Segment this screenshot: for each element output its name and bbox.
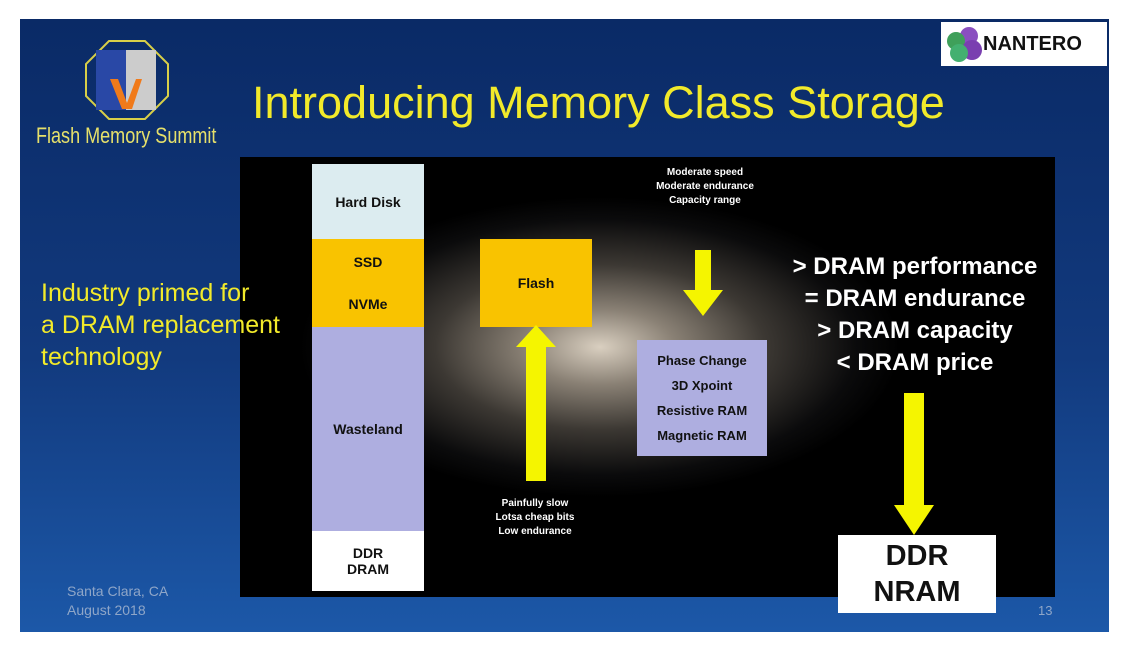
- note: Capacity range: [669, 195, 741, 206]
- up-arrow-icon: [516, 325, 556, 481]
- ddr-nram-box: DDR NRAM: [838, 535, 996, 613]
- logo-text: Flash Memory Summit: [36, 123, 217, 148]
- hard-disk-tier: Hard Disk: [312, 164, 424, 239]
- memory-type: Phase Change: [657, 353, 747, 368]
- claim: = DRAM endurance: [804, 285, 1026, 312]
- slide: Flash Memory Summit Introducing Memory C…: [20, 19, 1109, 632]
- claim: > DRAM capacity: [817, 317, 1013, 344]
- wasteland-tier: Wasteland: [312, 327, 424, 531]
- galaxy-diagram: Hard Disk SSD NVMe Wasteland DDR DRAM Fl…: [240, 157, 1055, 597]
- nram-claims: > DRAM performance = DRAM endurance > DR…: [760, 251, 1070, 379]
- sidebar-line: a DRAM replacement: [41, 311, 280, 339]
- flash-memory-summit-logo: [85, 40, 169, 120]
- memory-type: Resistive RAM: [656, 403, 748, 418]
- flash-notes: Painfully slow Lotsa cheap bits Low endu…: [470, 497, 600, 539]
- nvme-label: NVMe: [348, 296, 388, 312]
- emerging-memory-box: Phase Change 3D Xpoint Resistive RAM Mag…: [637, 340, 767, 456]
- footer: Santa Clara, CA August 2018: [67, 582, 168, 620]
- memory-type: 3D Xpoint: [671, 378, 733, 393]
- ddr-label: DDR: [352, 545, 384, 561]
- footer-date: August 2018: [67, 602, 146, 618]
- sidebar-line: technology: [41, 343, 162, 371]
- ssd-label: SSD: [353, 254, 383, 270]
- note: Lotsa cheap bits: [495, 512, 575, 523]
- ddr-dram-tier: DDR DRAM: [312, 531, 424, 591]
- note: Low endurance: [498, 526, 572, 537]
- down-arrow-icon: [894, 393, 934, 535]
- claim: > DRAM performance: [792, 253, 1038, 280]
- nram-label: NRAM: [873, 576, 961, 608]
- footer-location: Santa Clara, CA: [67, 583, 169, 599]
- dram-label: DRAM: [347, 561, 389, 577]
- down-arrow-icon: [683, 250, 723, 316]
- emerging-notes: Moderate speed Moderate endurance Capaci…: [635, 166, 775, 208]
- ssd-nvme-tier: SSD NVMe: [312, 239, 424, 327]
- flash-box: Flash: [480, 239, 592, 327]
- sidebar-line: Industry primed for: [41, 279, 250, 307]
- ddr-label: DDR: [885, 540, 949, 572]
- slide-title: Introducing Memory Class Storage: [252, 77, 945, 128]
- molecule-icon: [947, 27, 982, 62]
- sidebar-text: Industry primed for a DRAM replacement t…: [41, 277, 280, 373]
- note: Moderate speed: [666, 167, 744, 178]
- page-number: 13: [1038, 603, 1053, 618]
- nantero-logo: NANTERO: [941, 22, 1107, 66]
- note: Painfully slow: [501, 498, 569, 509]
- nantero-text: NANTERO: [983, 32, 1082, 55]
- claim: < DRAM price: [836, 349, 994, 376]
- memory-type: Magnetic RAM: [657, 428, 747, 443]
- note: Moderate endurance: [656, 181, 754, 192]
